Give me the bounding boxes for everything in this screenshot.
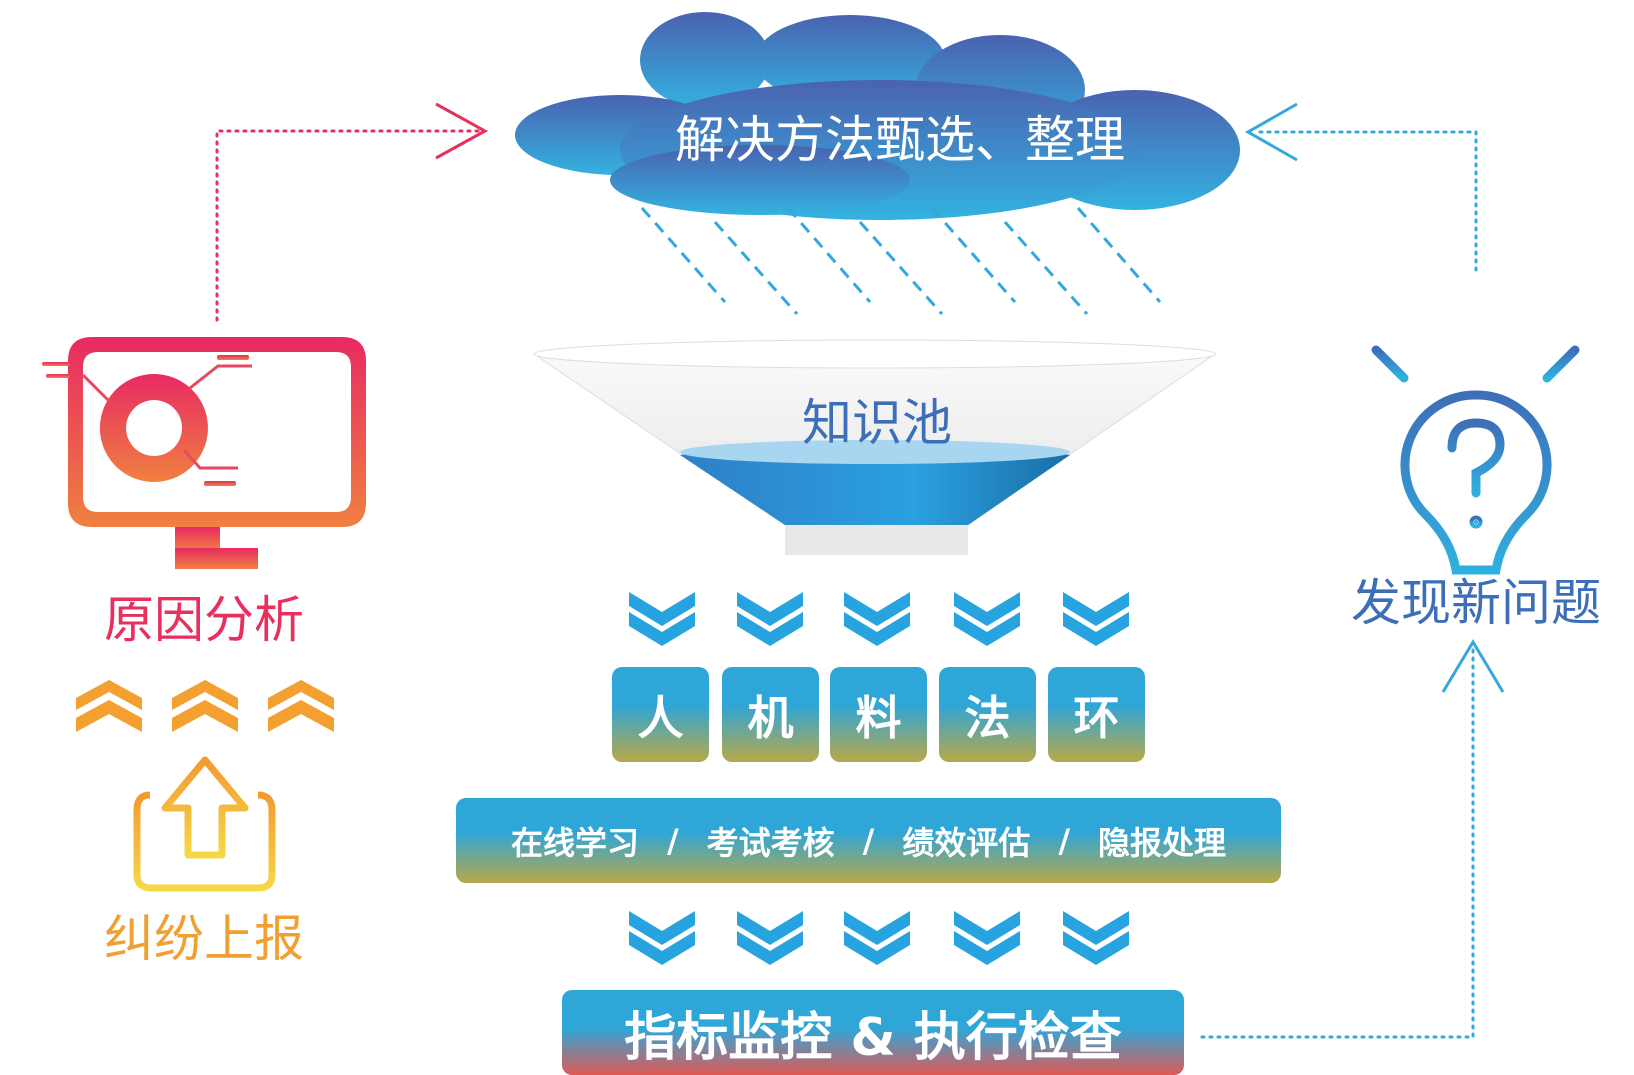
new-problem-label: 发现新问题 — [1351, 574, 1601, 632]
activity-hidden-report: 隐报处理 — [1098, 823, 1227, 862]
factor-box-machine: 机 — [722, 667, 819, 762]
monitoring-bar: 指标监控 & 执行检查 — [562, 990, 1184, 1075]
chevrons-down-row-1 — [629, 592, 1129, 646]
funnel-shape — [532, 339, 1217, 555]
activity-exam: 考试考核 — [706, 823, 835, 862]
separator: / — [666, 821, 679, 860]
chevrons-down-row-2 — [629, 911, 1129, 965]
rain-lines — [640, 207, 1162, 315]
factor-box-environment: 环 — [1048, 667, 1145, 762]
lightbulb-question-icon — [1371, 323, 1580, 575]
dispute-report-label: 纠纷上报 — [104, 910, 304, 968]
separator: / — [862, 821, 875, 860]
cloud-title: 解决方法甄选、整理 — [675, 111, 1125, 169]
monitor-analysis-icon — [42, 337, 366, 569]
factor-box-material: 料 — [830, 667, 927, 762]
upload-icon — [133, 756, 276, 892]
factor-box-method: 法 — [939, 667, 1036, 762]
knowledge-pool-label: 知识池 — [802, 394, 952, 452]
monitor-lines — [81, 364, 252, 470]
activities-bar: 在线学习 / 考试考核 / 绩效评估 / 隐报处理 — [456, 798, 1281, 883]
left-connector-arrow — [215, 102, 489, 322]
activity-performance: 绩效评估 — [902, 823, 1031, 862]
cloud-shape — [515, 12, 1240, 220]
right-connector-arrow — [1200, 102, 1505, 1039]
chevrons-up — [76, 680, 334, 732]
cause-analysis-label: 原因分析 — [104, 591, 304, 649]
separator: / — [1058, 821, 1071, 860]
activity-online-learning: 在线学习 — [510, 823, 639, 862]
factor-box-person: 人 — [612, 667, 709, 762]
